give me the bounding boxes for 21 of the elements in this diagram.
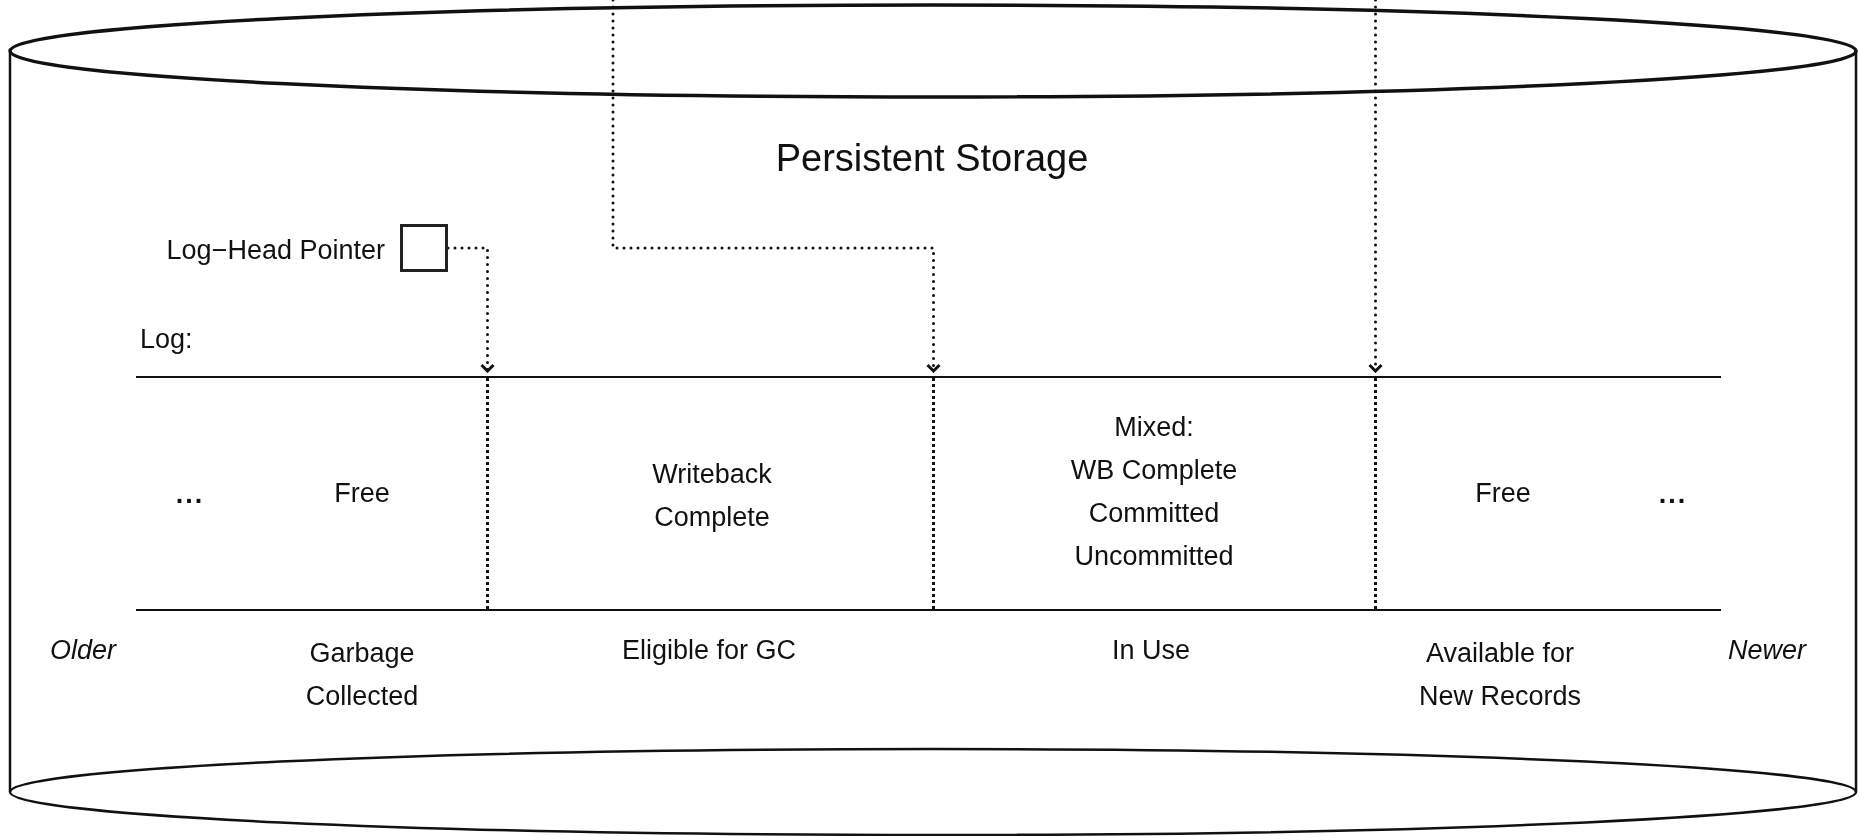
region-label: In Use bbox=[1112, 634, 1190, 667]
segment-label: Uncommitted bbox=[1074, 540, 1234, 573]
direction-label: Older bbox=[50, 634, 116, 667]
segment-label: WB Complete bbox=[1070, 454, 1238, 487]
pointer-arrow bbox=[611, 0, 941, 373]
segment-label: Committed bbox=[1088, 497, 1220, 530]
direction-label: Newer bbox=[1728, 634, 1806, 667]
storage-title: Persistent Storage bbox=[775, 136, 1089, 181]
segment-label: Free bbox=[1475, 477, 1531, 510]
ellipsis: ... bbox=[175, 478, 205, 511]
segment-label: Writeback Complete bbox=[651, 458, 773, 534]
segment-label: Mixed: bbox=[1114, 411, 1194, 444]
region-label: Eligible for GC bbox=[621, 634, 797, 667]
region-label: Garbage Collected bbox=[304, 637, 420, 713]
region-label: Available for New Records bbox=[1417, 637, 1583, 713]
pointer-arrow bbox=[1368, 0, 1383, 373]
ellipsis: ... bbox=[1658, 478, 1688, 511]
log-heading: Log: bbox=[140, 323, 193, 356]
pointer-arrow bbox=[446, 246, 495, 373]
segment-label: Free bbox=[334, 477, 390, 510]
pointer-label: Log−Head Pointer bbox=[166, 234, 385, 267]
